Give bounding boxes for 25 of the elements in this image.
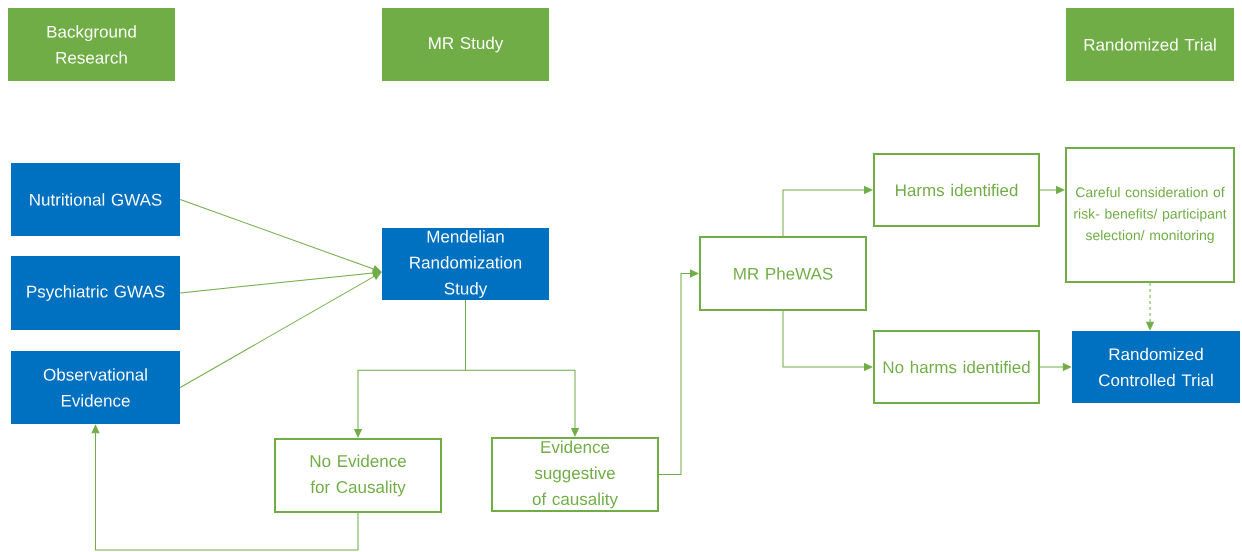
outcome-box: No Evidence for Causality <box>274 438 442 513</box>
header-box: MR Study <box>382 8 549 81</box>
arrow <box>179 199 382 273</box>
process-box: Randomized Controlled Trial <box>1072 331 1240 403</box>
outcome-box: Evidence suggestive of causality <box>491 437 659 512</box>
arrow <box>782 310 873 371</box>
process-box: Psychiatric GWAS <box>11 256 180 330</box>
arrow <box>1039 186 1065 194</box>
arrow <box>1039 363 1072 371</box>
header-box: Background Research <box>8 8 175 81</box>
outcome-box: Harms identified <box>873 153 1040 227</box>
outcome-box: No harms identified <box>873 330 1040 404</box>
arrow <box>91 424 359 551</box>
arrow <box>782 186 873 237</box>
arrow <box>1146 282 1154 331</box>
arrow <box>179 272 382 388</box>
arrow <box>179 269 382 294</box>
process-box: Observational Evidence <box>11 351 180 424</box>
arrow <box>465 299 579 437</box>
header-box: Randomized Trial <box>1066 8 1234 81</box>
outcome-box: MR PheWAS <box>699 236 867 311</box>
process-box: Nutritional GWAS <box>11 163 180 236</box>
arrow <box>658 269 699 475</box>
process-box: Mendelian Randomization Study <box>382 228 549 300</box>
outcome-box: Careful consideration of risk- benefits/ participant selection/ monitoring <box>1065 147 1235 283</box>
